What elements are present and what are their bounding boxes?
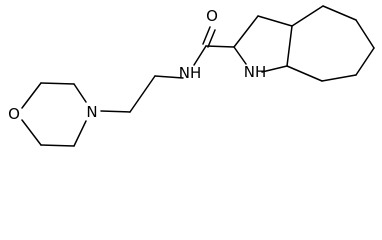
bond-amide-n-ch2 bbox=[154, 75, 184, 79]
bond-morpholine-2 bbox=[40, 82, 75, 85]
bond-five-ring-n-c2 bbox=[233, 46, 247, 65]
amide-nitrogen-label: NH bbox=[179, 64, 202, 82]
bond-six-ring-1 bbox=[291, 5, 324, 27]
bond-morpholine-6 bbox=[73, 120, 87, 147]
bond-morpholine-4 bbox=[21, 119, 42, 146]
bond-six-ring-4 bbox=[355, 47, 375, 76]
bond-five-ring-c2-c3 bbox=[233, 15, 259, 48]
bond-carbonyl-double-a bbox=[202, 26, 211, 45]
bond-six-ring-3 bbox=[355, 19, 375, 49]
bond-six-ring-6 bbox=[286, 65, 323, 82]
atom-labels: O NH N O NH bbox=[8, 7, 266, 123]
bond-six-ring-5 bbox=[321, 74, 357, 82]
bond-five-ring-c3a-c7a bbox=[286, 25, 293, 67]
bond-carbonyl-c2 bbox=[205, 45, 235, 48]
morpholine-oxygen-label: O bbox=[8, 105, 20, 123]
bond-six-ring-2 bbox=[322, 5, 357, 21]
bond-carbonyl-double-b bbox=[207, 29, 216, 48]
morpholine-nitrogen-label: N bbox=[86, 103, 97, 121]
bonds bbox=[21, 5, 375, 147]
bond-morpholine-3 bbox=[21, 82, 42, 109]
structure-diagram: O NH N O NH bbox=[8, 5, 375, 147]
carbonyl-oxygen-label: O bbox=[206, 7, 218, 25]
bond-carbonyl-amide-n bbox=[193, 45, 207, 66]
bond-five-ring-c3-c3a bbox=[257, 15, 293, 27]
bond-linker-1 bbox=[129, 75, 156, 113]
bond-five-ring-c7a-n bbox=[261, 65, 288, 73]
structure-canvas: O NH N O NH bbox=[8, 5, 375, 147]
bond-morpholine-5 bbox=[40, 144, 75, 147]
ring-nitrogen-label: NH bbox=[244, 63, 267, 81]
bond-morpholine-1 bbox=[73, 83, 87, 103]
bond-linker-2 bbox=[100, 110, 131, 113]
